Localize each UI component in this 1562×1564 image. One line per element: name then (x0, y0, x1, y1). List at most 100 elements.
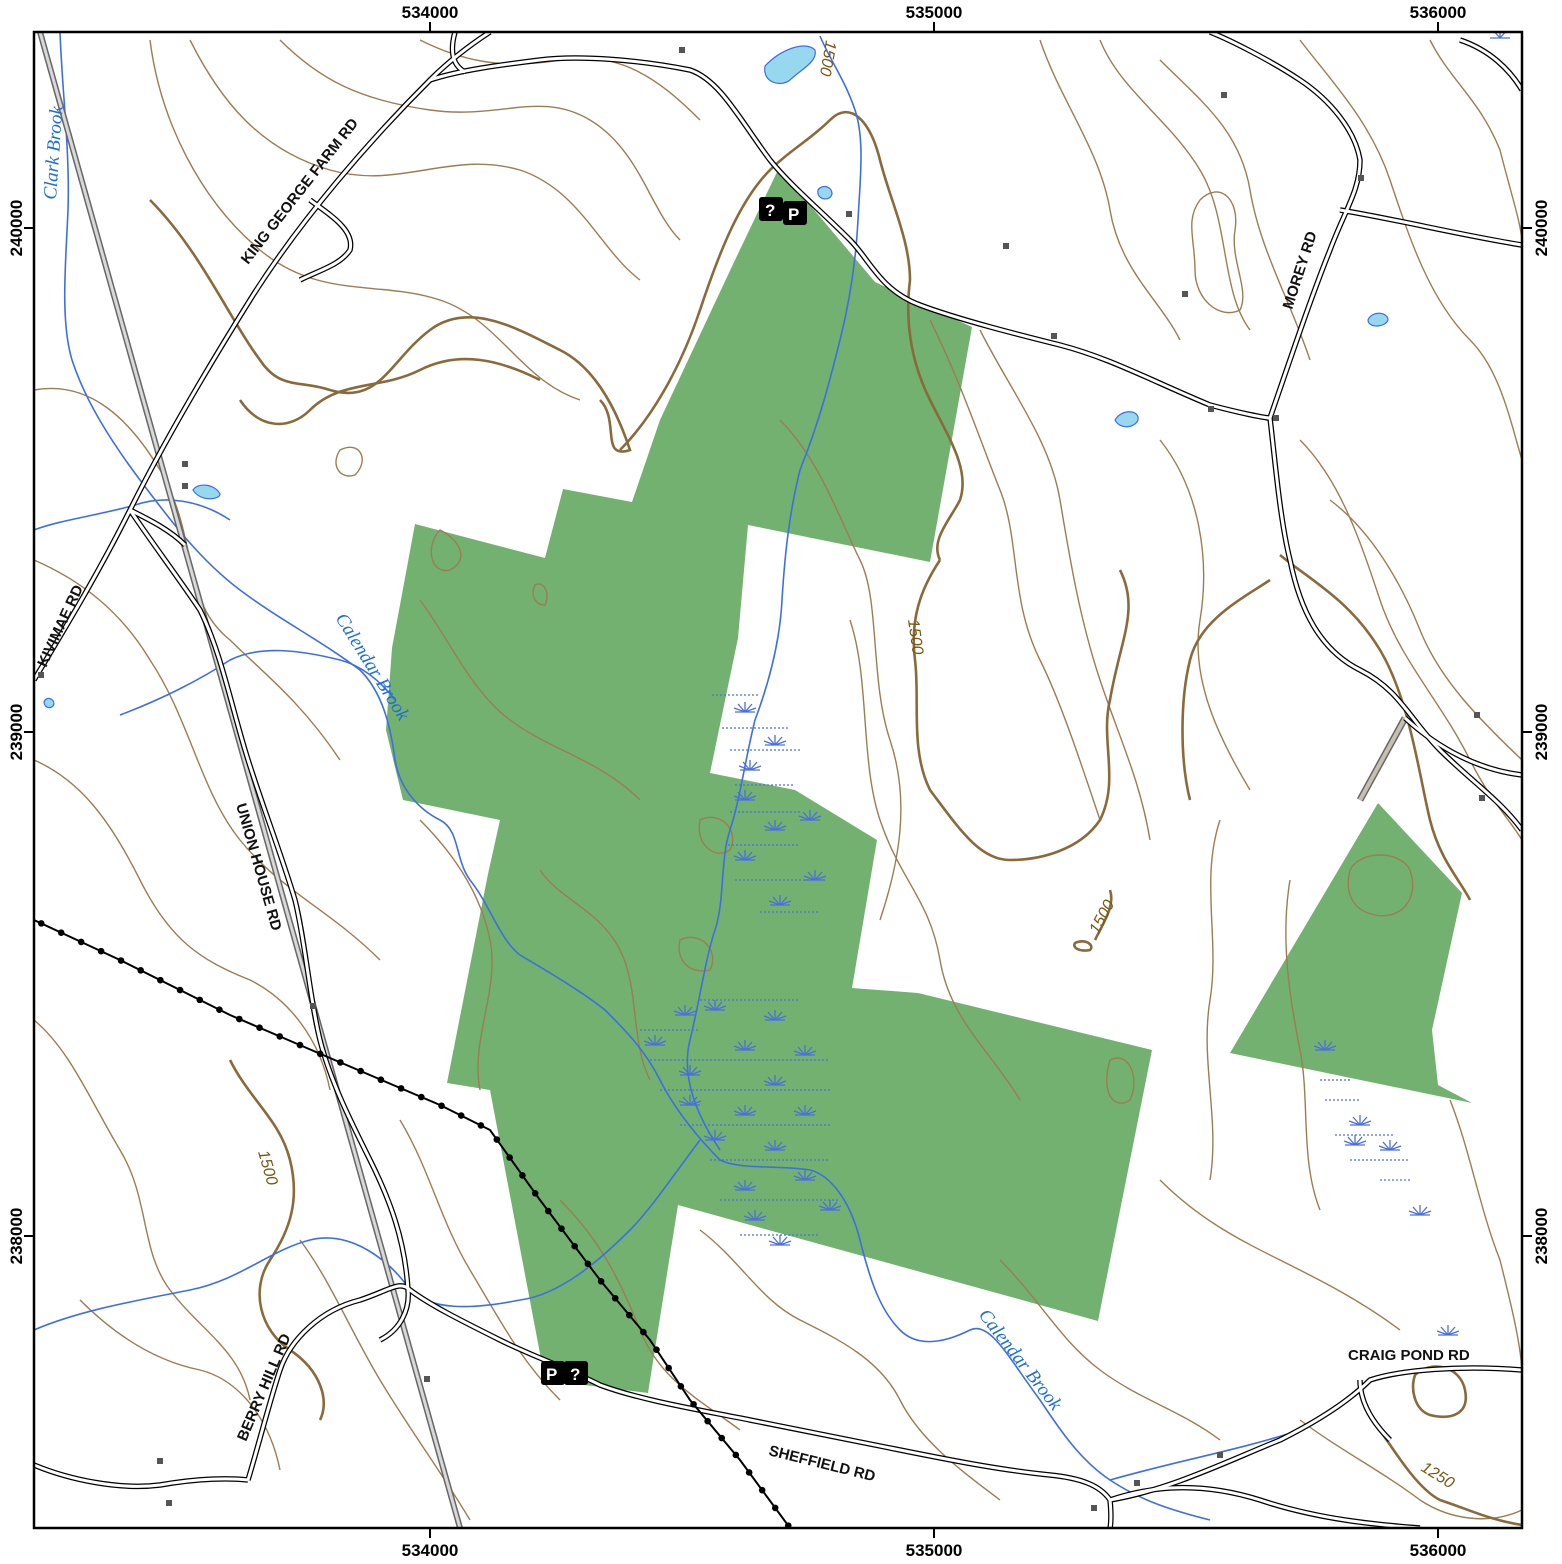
wetland-dashes (640, 694, 1410, 1236)
wetland-symbol (1343, 1135, 1367, 1146)
tick-marks (24, 22, 1532, 1538)
wetland-symbol (793, 1045, 817, 1056)
index-contour-line (1378, 1429, 1522, 1527)
building (166, 1500, 172, 1506)
wetland-symbol (818, 1200, 842, 1211)
building (846, 211, 852, 217)
trail-dot (677, 1383, 685, 1390)
trail-dot (216, 1006, 223, 1014)
ponds (43, 45, 1389, 709)
trail-dot (626, 1311, 633, 1319)
pond[interactable] (192, 484, 221, 500)
wetland-symbol (763, 735, 787, 746)
trail-dot (196, 996, 204, 1004)
trail-dot (653, 1346, 660, 1354)
y-tick-label-right: 240000 (1532, 200, 1551, 257)
trail-dot (718, 1434, 726, 1442)
trail-dot (571, 1242, 578, 1250)
contour-label: 1500 (904, 618, 926, 656)
contour-line (399, 1119, 561, 1401)
map-frame (32, 30, 1524, 1530)
contour-line (149, 39, 581, 401)
info-icon[interactable] (759, 197, 783, 221)
wetland-symbol (793, 1105, 817, 1116)
wetland-symbol (763, 1010, 787, 1021)
wetland-symbol (673, 1005, 697, 1016)
y-tick-label-right: 238000 (1532, 1208, 1551, 1265)
contour-line (1106, 1057, 1135, 1104)
building (1134, 1480, 1140, 1486)
wetland-symbol (733, 1040, 757, 1051)
trail-dot (531, 1190, 539, 1197)
wetland-symbol (738, 760, 762, 771)
stream[interactable] (1109, 1429, 1301, 1481)
y-tick-label-left: 239000 (7, 704, 26, 761)
info-icon[interactable] (564, 1361, 588, 1385)
x-tick-label-bottom: 535000 (906, 1541, 963, 1560)
contour-label: 1500 (816, 39, 839, 77)
trail-dot (37, 920, 45, 927)
trail-dot (97, 947, 105, 955)
building (1051, 333, 1057, 339)
trail-line[interactable] (34, 919, 791, 1528)
trail-dot (438, 1102, 445, 1110)
pond[interactable] (764, 45, 816, 85)
x-tick-label-top: 536000 (1410, 3, 1467, 22)
trail-dot (77, 938, 85, 946)
railroad (37, 32, 1409, 1528)
wetland-symbol (763, 820, 787, 831)
contour-line (1449, 1099, 1522, 1371)
pond[interactable] (817, 185, 833, 200)
building (182, 483, 188, 489)
index-contour-line (149, 199, 632, 453)
index-contour-line (238, 357, 541, 426)
contour-line (999, 1259, 1221, 1441)
contour-line (532, 583, 548, 606)
contour-line (1329, 499, 1522, 761)
parking-icon-glyph: P (546, 1365, 557, 1384)
pond[interactable] (1114, 411, 1139, 428)
roads (34, 32, 1522, 1528)
index-contour-line (912, 559, 1130, 862)
trail-dot (377, 1076, 385, 1084)
wetland-symbol (1408, 1205, 1432, 1216)
contour-line (678, 936, 714, 972)
wetland-dash-row (640, 999, 840, 1236)
contour-line (419, 819, 493, 1091)
building (424, 1376, 430, 1382)
trail-dot (771, 1504, 779, 1512)
trail-dot (558, 1225, 565, 1232)
contour-line (34, 559, 381, 961)
trail-dot (236, 1015, 243, 1023)
wetland-symbol (643, 1035, 667, 1046)
buildings (38, 47, 1485, 1511)
stream-clark-brook[interactable] (59, 32, 1211, 1521)
trail-dot (296, 1041, 304, 1049)
conservation-parcel-main[interactable] (386, 172, 1152, 1393)
wetland-symbol (768, 1235, 792, 1246)
stream[interactable] (119, 649, 396, 716)
trail-dot (506, 1154, 513, 1161)
trail-dot (745, 1469, 753, 1476)
trail-dot (519, 1172, 526, 1179)
trail-dot (597, 1278, 605, 1285)
trail-dot (640, 1328, 647, 1336)
contour-line (539, 869, 651, 1081)
trail-dot (665, 1364, 672, 1372)
building (1358, 175, 1364, 181)
wetland-dash-row (1320, 1079, 1410, 1181)
wetland-symbol (1378, 1140, 1402, 1151)
pond[interactable] (1367, 312, 1389, 327)
parking-icon[interactable] (783, 201, 807, 225)
pond[interactable] (43, 697, 55, 709)
trailhead-south[interactable]: P ? (541, 1361, 588, 1385)
parking-icon[interactable] (541, 1361, 565, 1385)
info-icon-glyph: ? (570, 1365, 580, 1384)
contour-line (34, 1019, 251, 1401)
wetland-symbol (733, 1105, 757, 1116)
stream-calendar-brook[interactable] (686, 35, 862, 1151)
contour-line (1039, 39, 1181, 341)
building (1273, 415, 1279, 421)
building (1217, 1452, 1223, 1458)
trailhead-north[interactable]: ? P (759, 197, 807, 225)
